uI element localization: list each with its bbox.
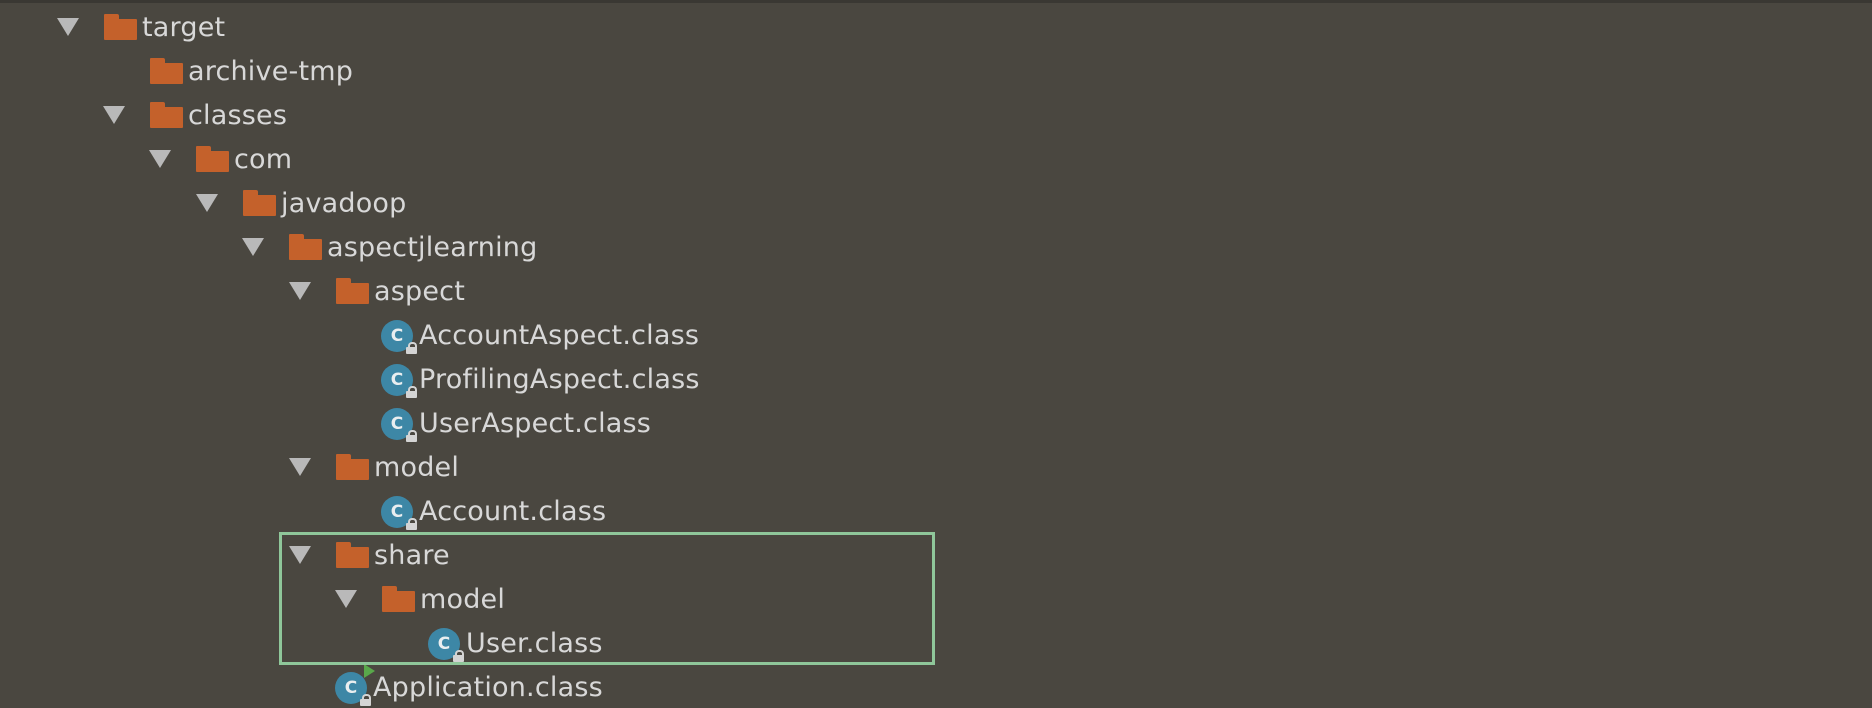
folder-icon	[104, 14, 137, 40]
chevron-down-icon[interactable]	[196, 194, 218, 212]
tree-node-label: archive-tmp	[188, 55, 354, 87]
folder-icon	[336, 454, 369, 480]
chevron-down-icon[interactable]	[335, 590, 357, 608]
tree-node-label: classes	[188, 99, 288, 131]
tree-node-archive-tmp[interactable]: archive-tmp	[0, 49, 1872, 93]
tree-node-aspect[interactable]: aspect	[0, 269, 1872, 313]
tree-node-classes[interactable]: classes	[0, 93, 1872, 137]
folder-icon	[382, 586, 415, 612]
chevron-down-icon[interactable]	[289, 458, 311, 476]
chevron-down-icon[interactable]	[149, 150, 171, 168]
tree-node-label: User.class	[466, 627, 603, 659]
tree-node-user-class[interactable]: C User.class	[0, 621, 1872, 665]
tree-node-label: Account.class	[419, 495, 607, 527]
lock-icon	[453, 650, 464, 662]
folder-icon	[150, 58, 183, 84]
tree-node-user-aspect-class[interactable]: C UserAspect.class	[0, 401, 1872, 445]
lock-icon	[360, 694, 371, 706]
tree-node-label: javadoop	[281, 187, 407, 219]
tree-node-label: aspectjlearning	[327, 231, 538, 263]
folder-icon	[150, 102, 183, 128]
folder-icon	[289, 234, 322, 260]
tree-node-label: ProfilingAspect.class	[419, 363, 700, 395]
tree-node-target[interactable]: target	[0, 5, 1872, 49]
folder-icon	[336, 542, 369, 568]
class-file-icon: C	[428, 626, 464, 662]
chevron-down-icon[interactable]	[242, 238, 264, 256]
folder-icon	[336, 278, 369, 304]
tree-node-share-model[interactable]: model	[0, 577, 1872, 621]
tree-node-profiling-aspect-class[interactable]: C ProfilingAspect.class	[0, 357, 1872, 401]
class-file-icon: C	[381, 318, 417, 354]
lock-icon	[406, 386, 417, 398]
chevron-down-icon[interactable]	[289, 282, 311, 300]
tree-node-share[interactable]: share	[0, 533, 1872, 577]
tree-node-label: com	[234, 143, 293, 175]
class-file-icon: C	[381, 406, 417, 442]
lock-icon	[406, 518, 417, 530]
tree-node-label: Application.class	[373, 671, 603, 703]
class-file-icon: C	[381, 494, 417, 530]
tree-node-label: AccountAspect.class	[419, 319, 700, 351]
folder-icon	[196, 146, 229, 172]
tree-node-label: model	[420, 583, 506, 615]
folder-icon	[243, 190, 276, 216]
tree-node-aspectjlearning[interactable]: aspectjlearning	[0, 225, 1872, 269]
class-file-icon: C	[381, 362, 417, 398]
tree-node-account-aspect-class[interactable]: C AccountAspect.class	[0, 313, 1872, 357]
chevron-down-icon[interactable]	[289, 546, 311, 564]
lock-icon	[406, 342, 417, 354]
tree-node-label: UserAspect.class	[419, 407, 652, 439]
tree-node-label: share	[374, 539, 450, 571]
tree-node-model[interactable]: model	[0, 445, 1872, 489]
run-marker-icon	[364, 664, 375, 678]
chevron-down-icon[interactable]	[103, 106, 125, 124]
tree-node-label: model	[374, 451, 460, 483]
tree-node-application-class[interactable]: C Application.class	[0, 664, 1872, 708]
tree-node-javadoop[interactable]: javadoop	[0, 181, 1872, 225]
tree-node-account-class[interactable]: C Account.class	[0, 489, 1872, 533]
tree-node-label: target	[142, 11, 226, 43]
tree-node-label: aspect	[374, 275, 465, 307]
tree-node-com[interactable]: com	[0, 137, 1872, 181]
class-file-icon: C	[335, 664, 375, 706]
lock-icon	[406, 430, 417, 442]
chevron-down-icon[interactable]	[57, 18, 79, 36]
